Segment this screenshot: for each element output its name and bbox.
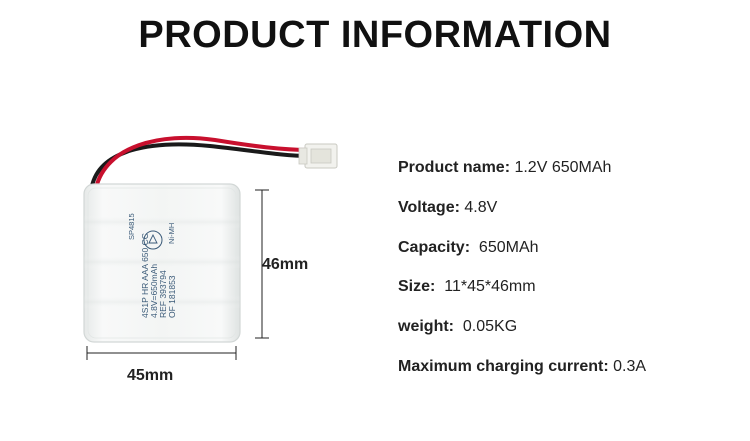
label-side-code: SP4815	[127, 213, 136, 240]
spec-value: 1.2V 650MAh	[510, 159, 612, 176]
spec-voltage: Voltage: 4.8V	[398, 198, 497, 218]
spec-value: 11*45*46mm	[435, 278, 536, 295]
lead-wires	[90, 135, 312, 190]
spec-key: Product name:	[398, 159, 511, 176]
connector-plug	[298, 143, 338, 169]
battery-body	[83, 183, 241, 343]
spec-value: 650MAh	[470, 239, 539, 256]
spec-key: Maximum charging current:	[398, 358, 609, 375]
height-dimension-line	[255, 189, 269, 339]
spec-product-name: Product name: 1.2V 650MAh	[398, 158, 611, 178]
label-line-1: 4S1P HR AAA 650 CC	[140, 233, 150, 318]
label-chemistry: Ni-MH	[167, 223, 176, 244]
recycle-icon	[143, 230, 163, 250]
spec-value: 4.8V	[459, 199, 498, 216]
label-line-3: REF 393794	[158, 270, 168, 318]
spec-key: weight:	[398, 318, 454, 335]
label-line-2: 4.8V=650mAh	[149, 264, 159, 318]
battery-pack-illustration: 4S1P HR AAA 650 CC 4.8V=650mAh REF 39379…	[83, 135, 338, 360]
height-dimension-label: 46mm	[262, 256, 309, 273]
spec-value: 0.05KG	[454, 318, 518, 335]
width-dimension-line	[86, 346, 237, 360]
battery-label: 4S1P HR AAA 650 CC 4.8V=650mAh REF 39379…	[140, 233, 177, 318]
spec-key: Voltage:	[398, 199, 460, 216]
spec-capacity: Capacity: 650MAh	[398, 238, 539, 258]
label-line-4: OF 181853	[167, 275, 177, 318]
battery-pack-figure: 4S1P HR AAA 650 CC 4.8V=650mAh REF 39379…	[0, 0, 360, 441]
page-title: PRODUCT INFORMATION	[138, 14, 612, 56]
spec-max-charging-current: Maximum charging current: 0.3A	[398, 357, 646, 377]
spec-size: Size: 11*45*46mm	[398, 277, 536, 297]
spec-key: Capacity:	[398, 239, 471, 256]
spec-value: 0.3A	[608, 358, 647, 375]
spec-weight: weight: 0.05KG	[398, 317, 517, 337]
width-dimension-label: 45mm	[127, 367, 174, 384]
spec-key: Size:	[398, 278, 436, 295]
